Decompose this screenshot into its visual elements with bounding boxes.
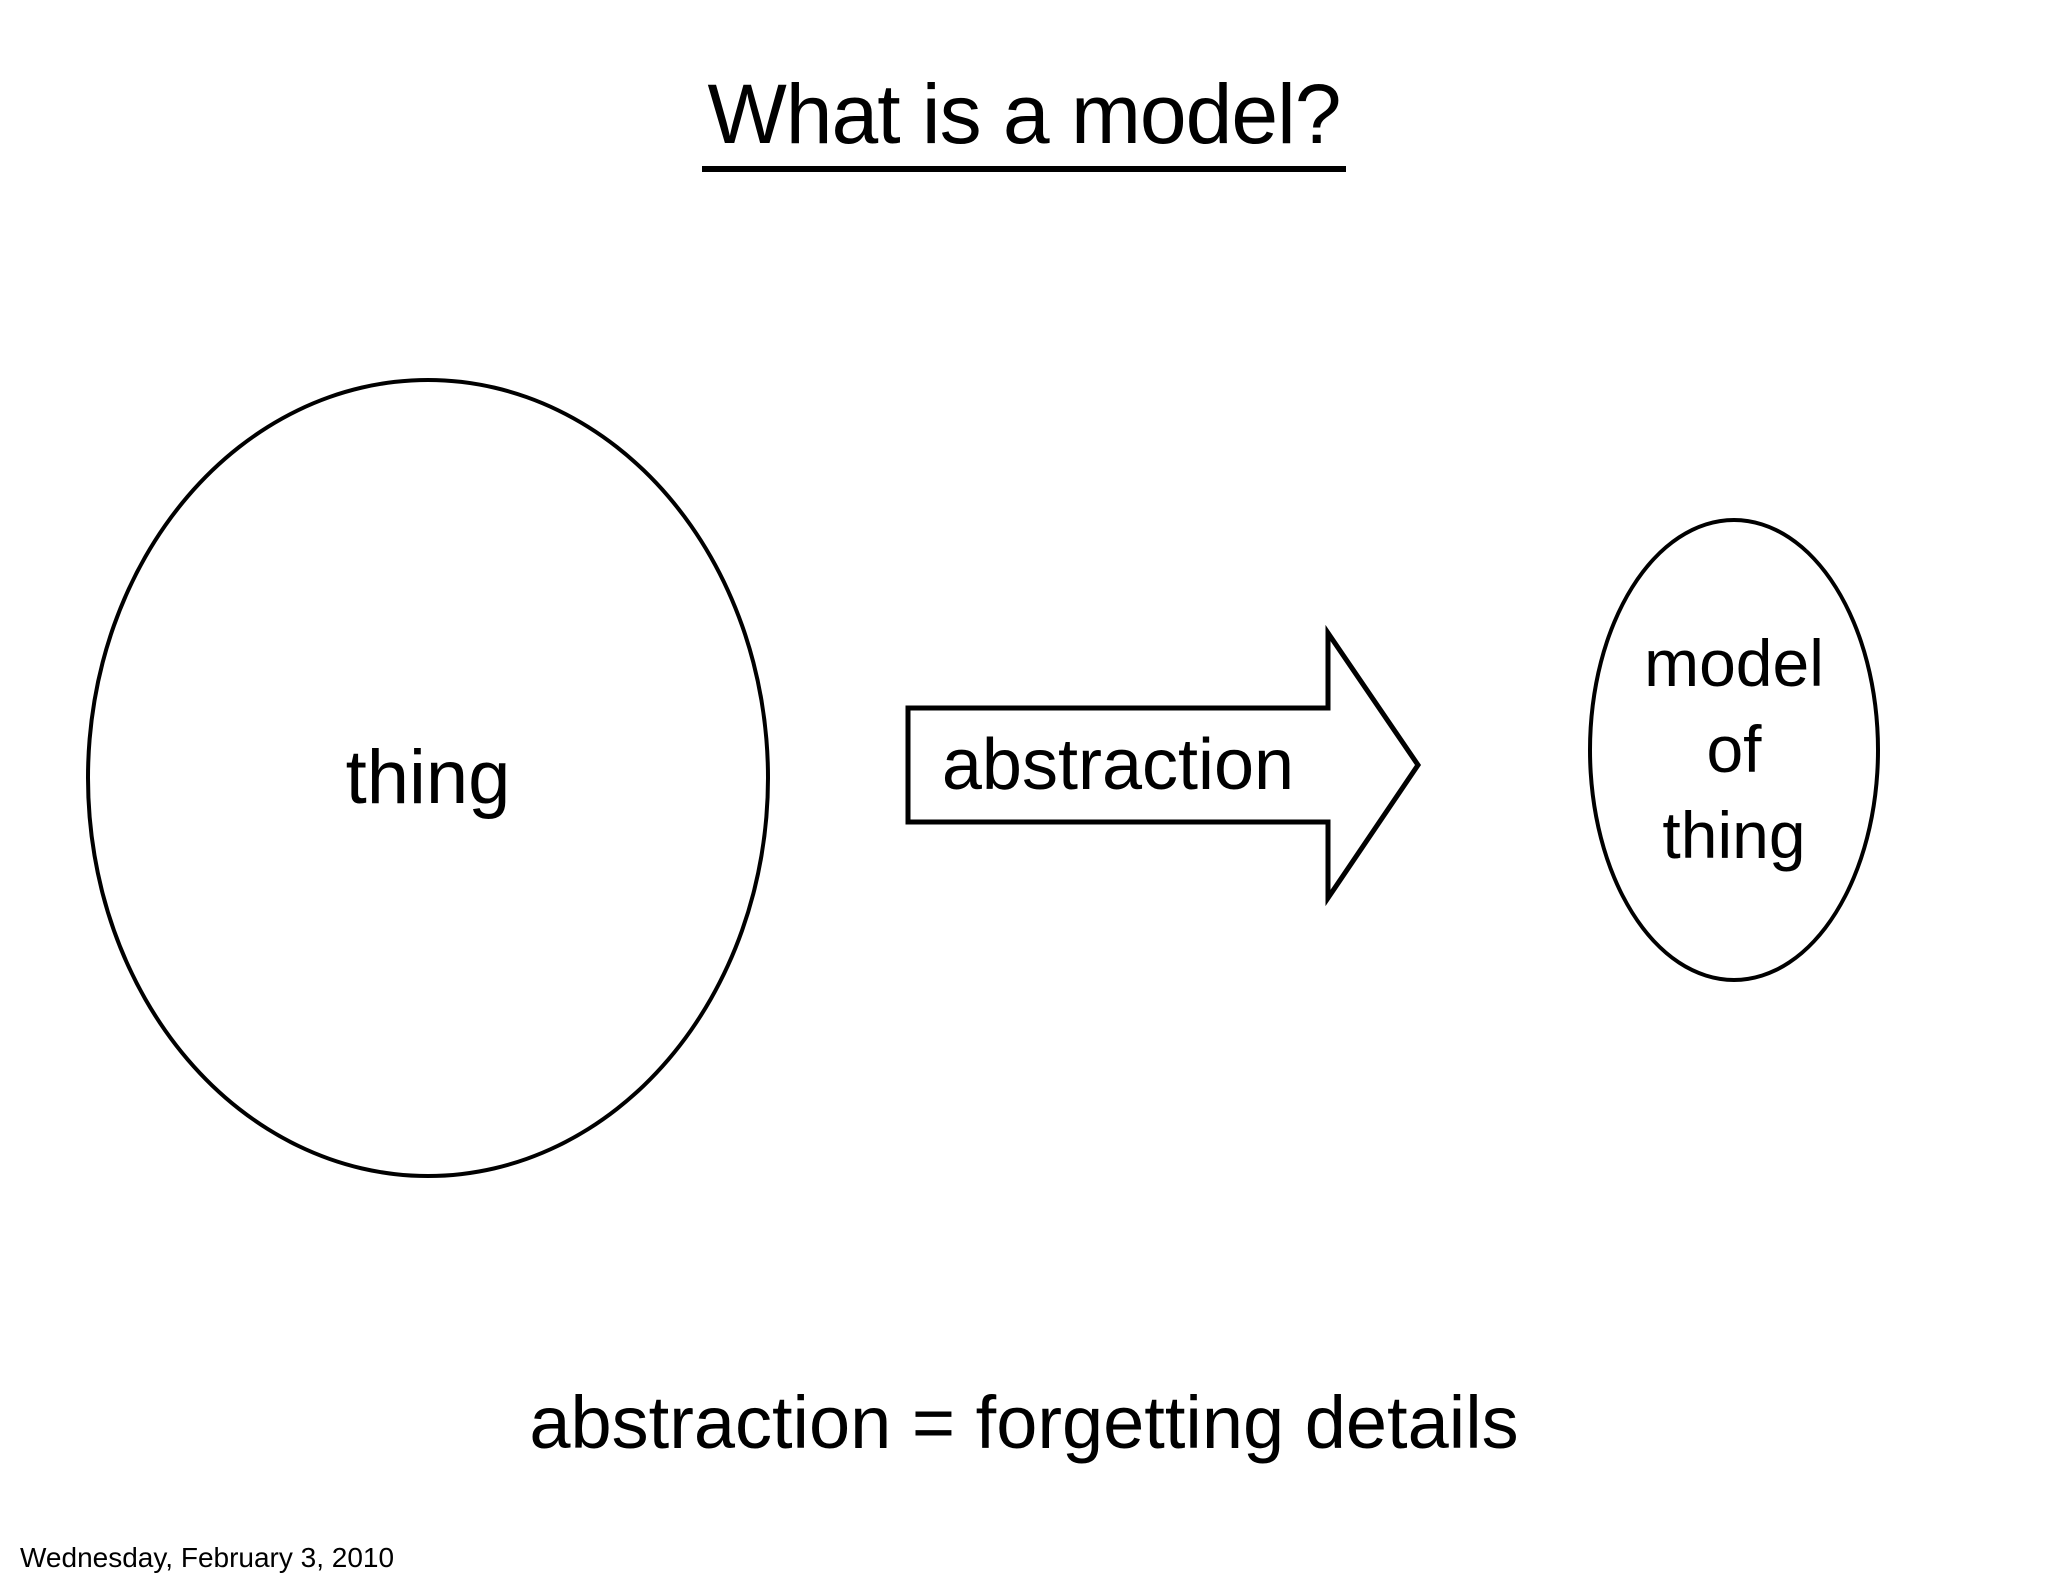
abstraction-arrow-shape (905, 624, 1422, 907)
title-container: What is a model? (0, 72, 2048, 172)
caption-text: abstraction = forgetting details (529, 1381, 1519, 1464)
footer-date: Wednesday, February 3, 2010 (20, 1542, 395, 1573)
thing-label: thing (345, 735, 511, 820)
model-of-thing-ellipse: model of thing (1588, 518, 1880, 982)
abstraction-arrow-label: abstraction (941, 725, 1295, 805)
page-title: What is a model? (701, 72, 1347, 172)
model-of-thing-label: model of thing (1644, 626, 1824, 872)
thing-ellipse: thing (86, 378, 770, 1178)
